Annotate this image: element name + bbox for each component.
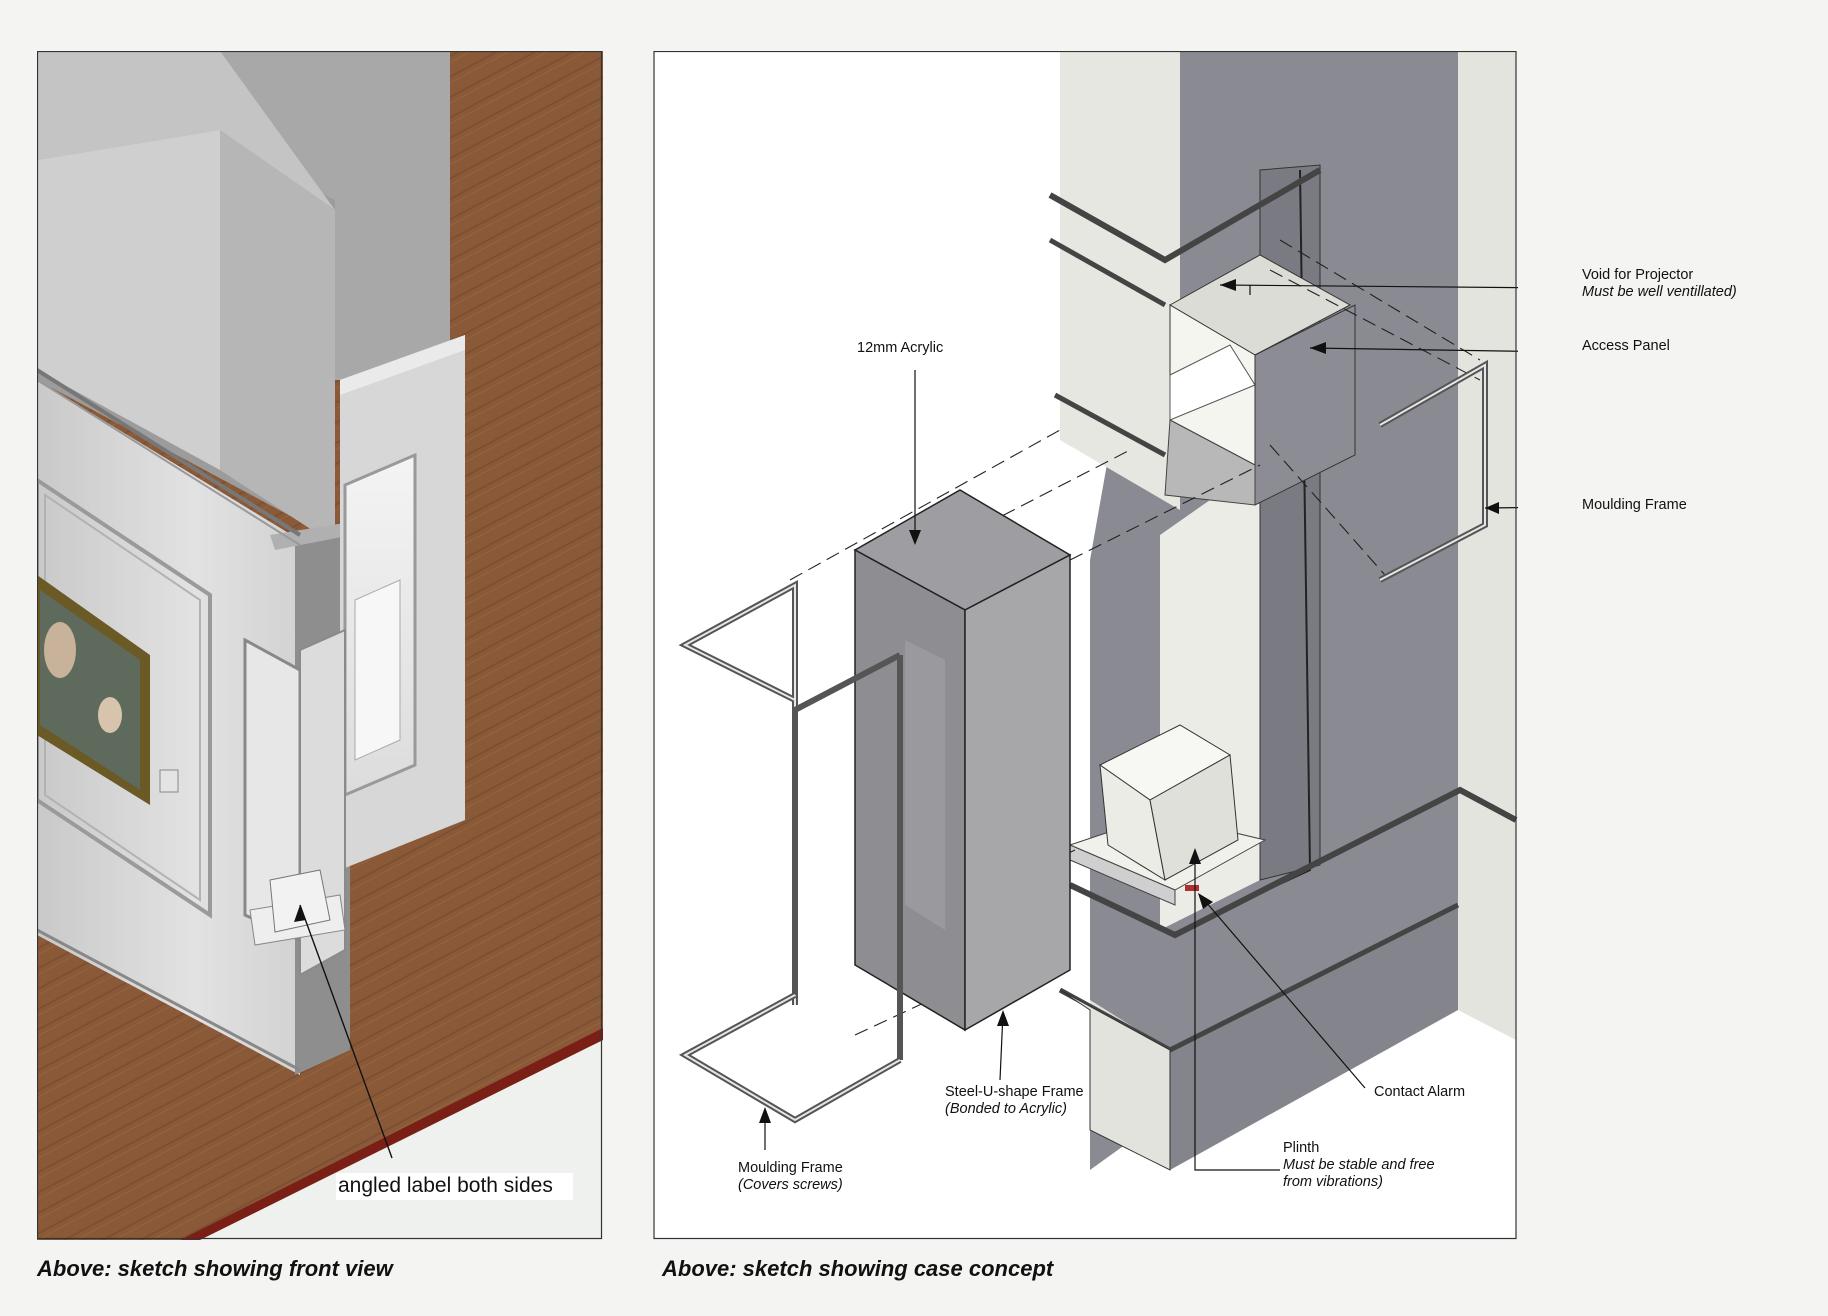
moulding-frame-bottom-note: (Covers screws) bbox=[738, 1177, 843, 1193]
display-object-side bbox=[1149, 754, 1239, 881]
acrylic-reflection bbox=[905, 640, 945, 930]
bulkhead-side bbox=[37, 130, 220, 470]
skirting-band bbox=[1068, 786, 1518, 939]
front-object bbox=[269, 869, 331, 933]
void-for-projector-label: Void for Projector Must be well ventilla… bbox=[1582, 267, 1737, 301]
moulding-frame-left-bottom-inner bbox=[682, 994, 901, 1122]
return-wall-top bbox=[340, 335, 465, 395]
front-view-render bbox=[37, 51, 603, 1240]
painting-figure-2 bbox=[98, 697, 122, 733]
plinth-note-1: Must be stable and free bbox=[1283, 1157, 1435, 1173]
leader-arrowheads bbox=[759, 279, 1499, 1123]
side-wall bbox=[37, 380, 300, 1075]
front-view-caption: Above: sketch showing front view bbox=[37, 1256, 393, 1281]
moulding-frame-bottom-label: Moulding Frame (Covers screws) bbox=[738, 1160, 843, 1194]
skirting-line bbox=[37, 928, 301, 1072]
right-panel-border bbox=[653, 51, 1517, 1240]
painting-figure bbox=[44, 622, 76, 678]
access-panel bbox=[1254, 304, 1356, 506]
rug-border bbox=[180, 1028, 603, 1240]
case-concept-drawing bbox=[653, 51, 1518, 1240]
acrylic-label: 12mm Acrylic bbox=[857, 340, 944, 356]
void-side bbox=[1164, 419, 1256, 506]
contact-alarm-sensor bbox=[1185, 885, 1199, 891]
angled-label-callout: angled label both sides bbox=[336, 1173, 573, 1200]
steel-frame-note: (Bonded to Acrylic) bbox=[945, 1101, 1067, 1117]
void-title: Void for Projector bbox=[1582, 267, 1694, 283]
pilaster-top bbox=[270, 522, 352, 550]
moulding-frame-right-label: Moulding Frame bbox=[1582, 497, 1687, 513]
moulding-frame-left-front bbox=[792, 652, 902, 995]
cornice-band-1 bbox=[1048, 167, 1322, 264]
steel-frame-label: Steel-U-shape Frame (Bonded to Acrylic) bbox=[945, 1084, 1084, 1118]
acrylic-side bbox=[964, 553, 1071, 1032]
callout-arrowhead bbox=[294, 905, 306, 922]
contact-alarm-label: Contact Alarm bbox=[1374, 1084, 1466, 1100]
plinth-label: Plinth Must be stable and free from vibr… bbox=[1283, 1140, 1435, 1191]
steel-frame-title: Steel-U-shape Frame bbox=[945, 1084, 1084, 1100]
column-lower-box bbox=[1059, 989, 1171, 1171]
cornice-band-3 bbox=[1053, 392, 1167, 458]
plinth-title: Plinth bbox=[1283, 1140, 1320, 1156]
moulding-frame-right-inner bbox=[1379, 363, 1486, 581]
moulding-frame-bottom-title: Moulding Frame bbox=[738, 1160, 843, 1176]
bulkhead-top bbox=[37, 51, 335, 210]
cornice-band-2 bbox=[1048, 237, 1167, 308]
leader-lines bbox=[764, 284, 1518, 1171]
callout-leader bbox=[299, 904, 393, 1159]
left-panel-border bbox=[37, 51, 603, 1240]
wall-panel-moulding bbox=[37, 477, 212, 919]
void-note: Must be well ventillated) bbox=[1582, 284, 1737, 300]
bulkhead-face bbox=[220, 130, 335, 545]
plinth-note-2: from vibrations) bbox=[1283, 1174, 1383, 1190]
light-switch bbox=[159, 769, 179, 793]
right-wall-light bbox=[1458, 51, 1516, 1040]
case-niche-inner bbox=[354, 579, 401, 761]
case-concept-caption: Above: sketch showing case concept bbox=[662, 1256, 1054, 1281]
access-panel-label: Access Panel bbox=[1582, 338, 1670, 354]
cornice-line-2 bbox=[37, 379, 301, 546]
cornice-line bbox=[37, 368, 302, 537]
column-lower-dark bbox=[1170, 905, 1458, 1170]
